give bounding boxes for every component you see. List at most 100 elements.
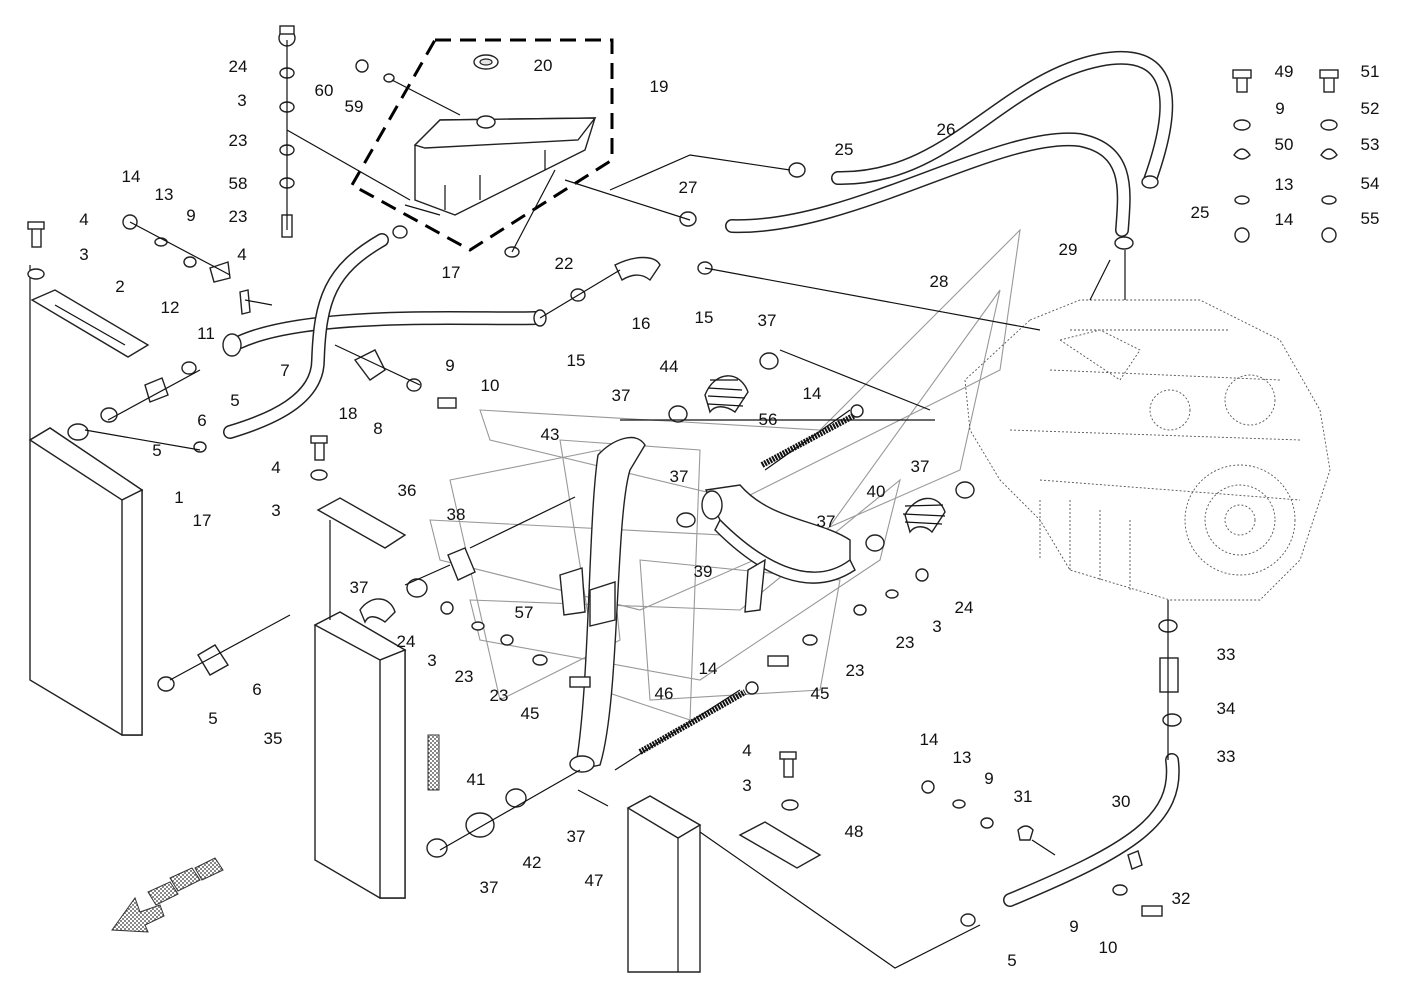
- mount-plate-48: [738, 751, 822, 869]
- hose-7-18: [84, 225, 542, 453]
- callout-label: 43: [541, 425, 560, 444]
- callout-label: 5: [1007, 951, 1016, 970]
- callout-label: 4: [237, 245, 246, 264]
- callout-label: 37: [670, 467, 689, 486]
- callout-label: 10: [481, 376, 500, 395]
- callout-label: 45: [811, 684, 830, 703]
- callout-labels: 2432358234605920192217262527282529499501…: [79, 56, 1379, 970]
- callout-label: 9: [1069, 917, 1078, 936]
- callout-label: 6: [197, 411, 206, 430]
- filter-41: [427, 734, 440, 791]
- callout-label: 13: [953, 748, 972, 767]
- callout-label: 34: [1217, 699, 1236, 718]
- callout-label: 38: [447, 505, 466, 524]
- callout-label: 36: [398, 481, 417, 500]
- callout-label: 60: [315, 81, 334, 100]
- callout-label: 24: [397, 632, 416, 651]
- callout-label: 37: [480, 878, 499, 897]
- callout-label: 18: [339, 404, 358, 423]
- callout-label: 14: [803, 384, 822, 403]
- callout-label: 27: [679, 178, 698, 197]
- callout-label: 28: [930, 272, 949, 291]
- callout-label: 13: [1275, 175, 1294, 194]
- hose-30-assembly: [921, 600, 1182, 927]
- callout-label: 15: [567, 351, 586, 370]
- callout-label: 46: [655, 684, 674, 703]
- callout-label: 37: [350, 578, 369, 597]
- callout-label: 3: [271, 501, 280, 520]
- callout-label: 4: [271, 458, 280, 477]
- callout-label: 1: [174, 488, 183, 507]
- callout-label: 22: [555, 254, 574, 273]
- callout-label: 14: [122, 167, 141, 186]
- callout-label: 5: [230, 391, 239, 410]
- callout-label: 5: [152, 441, 161, 460]
- radiator-35: [313, 520, 407, 899]
- callout-label: 37: [911, 457, 930, 476]
- callout-label: 57: [515, 603, 534, 622]
- hose-16-fittings: [533, 256, 1041, 331]
- mount-plate-36: [310, 435, 407, 549]
- callout-label: 33: [1217, 747, 1236, 766]
- radiator-47: [577, 789, 981, 973]
- callout-label: 7: [280, 361, 289, 380]
- callout-label: 41: [467, 770, 486, 789]
- callout-label: 58: [229, 174, 248, 193]
- callout-label: 14: [920, 730, 939, 749]
- callout-label: 37: [758, 311, 777, 330]
- callout-label: 23: [846, 661, 865, 680]
- callout-label: 39: [694, 562, 713, 581]
- callout-label: 9: [1275, 99, 1284, 118]
- callout-label: 17: [442, 263, 461, 282]
- bracket-57: [559, 558, 766, 627]
- callout-label: 50: [1275, 135, 1294, 154]
- callout-label: 55: [1361, 209, 1380, 228]
- callout-label: 17: [193, 511, 212, 530]
- callout-label: 23: [896, 633, 915, 652]
- callout-label: 37: [612, 386, 631, 405]
- callout-label: 14: [1275, 210, 1294, 229]
- callout-label: 24: [229, 57, 248, 76]
- fastener-stack-left: [278, 25, 461, 238]
- washer-bolt-set: [440, 568, 929, 688]
- expansion-tank-group: [349, 38, 614, 258]
- callout-label: 48: [845, 822, 864, 841]
- callout-label: 32: [1172, 889, 1191, 908]
- callout-label: 3: [427, 651, 436, 670]
- callout-label: 30: [1112, 792, 1131, 811]
- callout-label: 3: [932, 617, 941, 636]
- callout-label: 33: [1217, 645, 1236, 664]
- callout-label: 40: [867, 482, 886, 501]
- callout-label: 23: [229, 207, 248, 226]
- callout-label: 44: [660, 357, 679, 376]
- engine-block: [964, 250, 1331, 601]
- callout-label: 29: [1059, 240, 1078, 259]
- callout-label: 8: [373, 419, 382, 438]
- callout-label: 37: [567, 827, 586, 846]
- callout-label: 9: [445, 356, 454, 375]
- callout-label: 23: [490, 686, 509, 705]
- mount-plate-2: [27, 221, 150, 358]
- callout-label: 20: [534, 56, 553, 75]
- callout-label: 13: [155, 185, 174, 204]
- callout-label: 25: [835, 140, 854, 159]
- callout-label: 2: [115, 277, 124, 296]
- callout-label: 51: [1361, 62, 1380, 81]
- callout-label: 9: [186, 206, 195, 225]
- callout-label: 3: [79, 245, 88, 264]
- callout-label: 59: [345, 97, 364, 116]
- coupler-38-42-6: [157, 496, 581, 858]
- callout-label: 25: [1191, 203, 1210, 222]
- front-direction-arrow: [111, 857, 224, 933]
- callout-label: 37: [817, 512, 836, 531]
- callout-label: 26: [937, 120, 956, 139]
- callout-label: 3: [237, 91, 246, 110]
- bracket-fittings-left: [122, 214, 273, 315]
- callout-label: 11: [197, 324, 215, 343]
- callout-label: 45: [521, 704, 540, 723]
- callout-label: 56: [759, 410, 778, 429]
- upper-hoses: [564, 51, 1174, 250]
- radiator-1: [28, 265, 144, 736]
- callout-label: 47: [585, 871, 604, 890]
